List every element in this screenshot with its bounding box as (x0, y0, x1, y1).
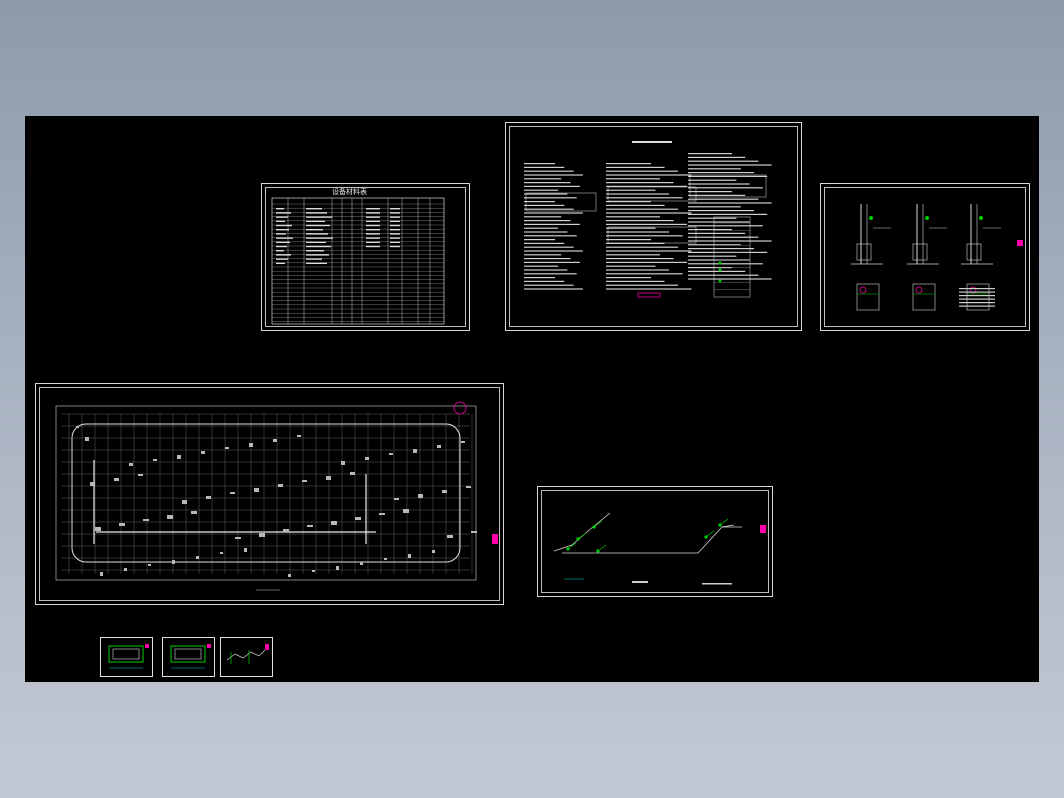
thumbnail-content (108, 644, 149, 669)
thumbnail-sheet-3[interactable] (220, 637, 273, 677)
sheet-border (541, 490, 769, 593)
sheet-design-notes[interactable] (505, 122, 802, 331)
riser-diagram-content (553, 512, 766, 585)
design-notes-content (524, 141, 772, 298)
sheet-title: 设备材料表 (332, 188, 367, 196)
thumbnail-content (226, 644, 269, 664)
sheet-details[interactable] (820, 183, 1030, 331)
sheet-border (824, 187, 1026, 327)
sheet-border (39, 387, 500, 601)
sheet-border (509, 126, 798, 327)
sheet-equipment-table[interactable]: 设备材料表 (261, 183, 470, 331)
thumbnail-content (170, 644, 211, 669)
thumbnail-sheet-1[interactable] (100, 637, 153, 677)
details-content (851, 204, 1023, 311)
sheet-riser-diagram[interactable] (537, 486, 773, 597)
sheet-border (265, 187, 466, 327)
floor-plan-content (55, 401, 498, 591)
drawing-canvas[interactable]: 设备材料表 (25, 116, 1039, 682)
sheet-floor-plan[interactable] (35, 383, 504, 605)
equipment-table-grid (271, 197, 445, 325)
thumbnail-sheet-2[interactable] (162, 637, 215, 677)
